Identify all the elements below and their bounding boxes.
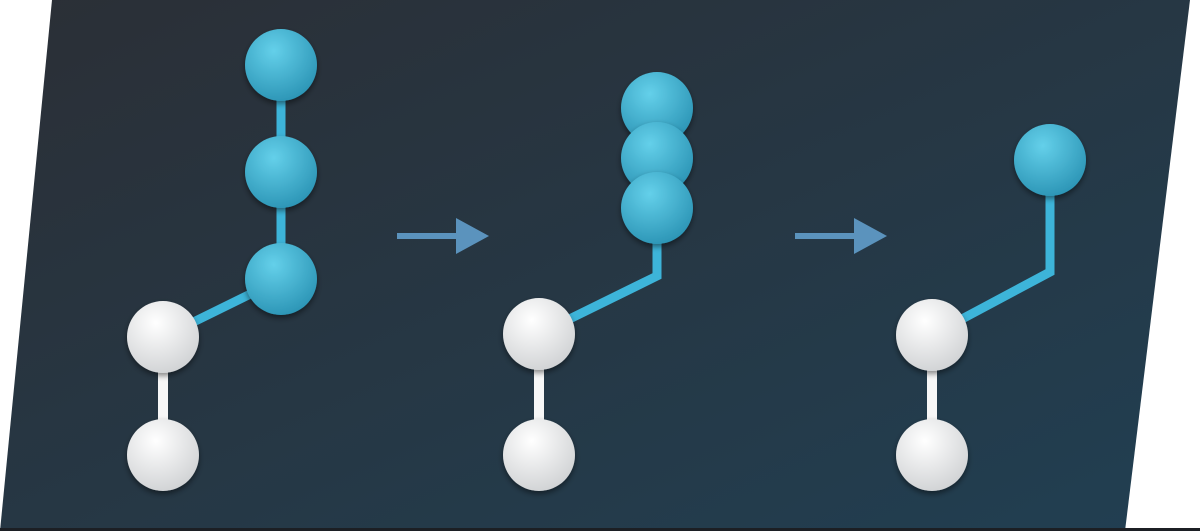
stage-before xyxy=(127,29,317,491)
main-commit xyxy=(127,301,199,373)
branch-commit xyxy=(245,29,317,101)
branch-commit xyxy=(245,136,317,208)
stage-after xyxy=(896,124,1086,491)
squashed-commit xyxy=(1014,124,1086,196)
arrow-right-icon xyxy=(397,218,489,254)
main-commit xyxy=(127,419,199,491)
bottom-edge xyxy=(0,528,1200,531)
main-commit xyxy=(896,419,968,491)
main-commit xyxy=(896,299,968,371)
main-commit xyxy=(503,419,575,491)
branch-commit xyxy=(621,72,693,144)
main-commit xyxy=(503,298,575,370)
branch-commit xyxy=(245,243,317,315)
arrow-right-icon xyxy=(795,218,887,254)
branch-commit xyxy=(621,172,693,244)
feature-branch-line xyxy=(929,160,1055,339)
branch-commit xyxy=(621,122,693,194)
stage-squashing xyxy=(503,72,693,491)
